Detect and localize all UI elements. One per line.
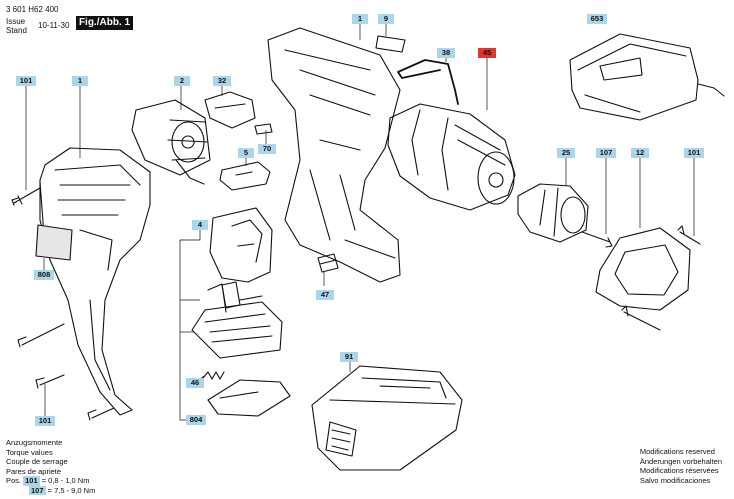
torque-line-en: Torque values xyxy=(6,447,53,457)
callout-653-charger: 653 xyxy=(587,14,607,24)
stand-label: Stand xyxy=(6,26,27,35)
gearbox-part xyxy=(387,103,516,211)
carbon-brush-part xyxy=(204,91,256,129)
callout-70: 70 xyxy=(258,144,276,154)
callout-1-housing-right: 1 xyxy=(352,14,368,24)
torque-row-107: 107 = 7,5 - 9,0 Nm xyxy=(6,485,96,495)
torque-line-es: Pares de apriete xyxy=(6,466,62,476)
callout-5: 5 xyxy=(238,148,254,158)
issue-label: Issue xyxy=(6,17,26,26)
gear-cover-part xyxy=(595,227,691,311)
torque-line-fr: Couple de serrage xyxy=(6,457,68,466)
spring-part xyxy=(202,371,225,380)
callout-804-latch: 804 xyxy=(186,415,206,425)
torque-pos-107: 107 xyxy=(29,485,46,495)
mods-line-es: Salvo modificaciones xyxy=(639,475,711,485)
charger-part xyxy=(569,33,725,121)
housing-left-part xyxy=(39,147,151,416)
callout-2-motor: 2 xyxy=(174,76,190,86)
small-part-47 xyxy=(317,253,339,273)
figure-label: Fig./Abb. 1 xyxy=(76,16,133,30)
callout-91-battery: 91 xyxy=(340,352,358,362)
mods-line-en: Modifications reserved xyxy=(639,447,715,456)
torque-row-101: Pos. 101 = 0,8 - 1,0 Nm xyxy=(6,476,95,486)
housing-right-part xyxy=(267,27,401,283)
wire-clip-part xyxy=(397,59,459,105)
torque-pos-101: 101 xyxy=(23,476,40,486)
callout-107: 107 xyxy=(596,148,616,158)
screw-107-part xyxy=(581,231,613,248)
torque-values-block: Anzugsmomente Torque values Couple de se… xyxy=(6,438,95,495)
callout-101-screw-bottom: 101 xyxy=(35,416,55,426)
doc-number: 3 601 H62 400 xyxy=(6,5,59,14)
mods-line-fr: Modifications réservées xyxy=(639,466,719,475)
callout-45-gearbox: 45 xyxy=(478,48,496,58)
battery-pack-part xyxy=(311,365,463,471)
trigger-switch-part xyxy=(209,207,273,309)
callout-47: 47 xyxy=(316,290,334,300)
callout-32: 32 xyxy=(213,76,231,86)
torque-line-de: Anzugsmomente xyxy=(6,438,63,447)
callout-1-housing-left: 1 xyxy=(72,76,88,86)
screw-right-lower-part xyxy=(621,305,661,331)
electronics-board-part xyxy=(191,283,283,359)
modifications-notice: Modifications reserved Änderungen vorbeh… xyxy=(640,447,722,485)
direction-switch-part xyxy=(219,161,271,191)
label-sticker-part xyxy=(35,224,73,261)
callout-9: 9 xyxy=(378,14,394,24)
mods-line-de: Änderungen vorbehalten xyxy=(639,456,722,466)
callout-46-spring: 46 xyxy=(186,378,204,388)
torque-value-107: = 7,5 - 9,0 Nm xyxy=(47,485,96,495)
callout-101-screw-left: 101 xyxy=(16,76,36,86)
callout-808-label: 808 xyxy=(34,270,54,280)
motor-part xyxy=(131,99,211,185)
screw-left-parts xyxy=(11,187,115,421)
issue-date: 10-11-30 xyxy=(38,21,70,30)
callout-25-chuck: 25 xyxy=(557,148,575,158)
small-part-70 xyxy=(254,123,273,135)
callout-101-screw-right: 101 xyxy=(684,148,704,158)
label-9-part xyxy=(375,35,406,53)
battery-latch-part xyxy=(207,379,291,417)
screw-right-part xyxy=(677,225,701,245)
pos-label: Pos. xyxy=(6,476,22,485)
callout-4-switch: 4 xyxy=(192,220,208,230)
torque-value-101: = 0,8 - 1,0 Nm xyxy=(41,476,90,485)
chuck-part xyxy=(517,183,589,243)
callout-12-cover: 12 xyxy=(631,148,649,158)
callout-38: 38 xyxy=(437,48,455,58)
